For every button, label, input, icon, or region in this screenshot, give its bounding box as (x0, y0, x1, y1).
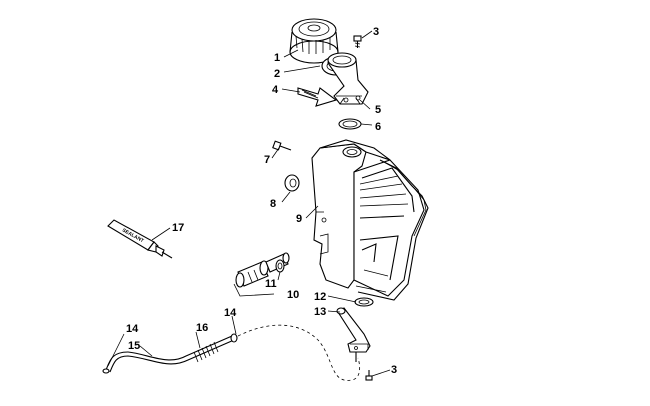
callout-3-bottom[interactable]: 3 (391, 364, 397, 376)
leader-lines (107, 30, 391, 377)
sealant-tube[interactable]: SEALANT (107, 219, 173, 259)
outlet-fitting[interactable] (336, 307, 371, 362)
direction-arrow (297, 87, 338, 107)
callout-12[interactable]: 12 (314, 291, 326, 303)
callout-labels: 1 2 3 4 5 6 7 8 9 10 11 12 13 14 14 15 1… (126, 26, 397, 376)
callout-14-left[interactable]: 14 (126, 323, 139, 335)
callout-10[interactable]: 10 (287, 289, 299, 301)
oil-tank[interactable] (311, 139, 429, 301)
callout-5[interactable]: 5 (375, 104, 381, 116)
filler-neck[interactable] (327, 52, 369, 105)
screw-bottom[interactable] (365, 370, 373, 381)
fuel-cap[interactable] (289, 18, 339, 64)
callout-6[interactable]: 6 (375, 121, 381, 133)
callout-11[interactable]: 11 (265, 278, 277, 290)
callout-3-top[interactable]: 3 (373, 26, 379, 38)
callout-13[interactable]: 13 (314, 306, 326, 318)
grommet[interactable] (284, 174, 300, 192)
oil-line[interactable] (102, 324, 361, 381)
callout-8[interactable]: 8 (270, 198, 276, 210)
callout-1[interactable]: 1 (274, 52, 280, 64)
callout-2[interactable]: 2 (274, 68, 280, 80)
callout-17[interactable]: 17 (172, 222, 184, 234)
callout-4[interactable]: 4 (272, 84, 279, 96)
screw-top[interactable] (353, 35, 362, 48)
fitting-o-ring[interactable] (354, 297, 374, 307)
o-ring[interactable] (338, 118, 362, 130)
screw-side[interactable] (272, 140, 292, 151)
callout-14-right[interactable]: 14 (224, 307, 237, 319)
callout-16[interactable]: 16 (196, 322, 208, 334)
callout-9[interactable]: 9 (296, 213, 302, 225)
sight-plug-assembly[interactable] (233, 252, 290, 297)
callout-15[interactable]: 15 (128, 340, 140, 352)
callout-7[interactable]: 7 (264, 154, 270, 166)
